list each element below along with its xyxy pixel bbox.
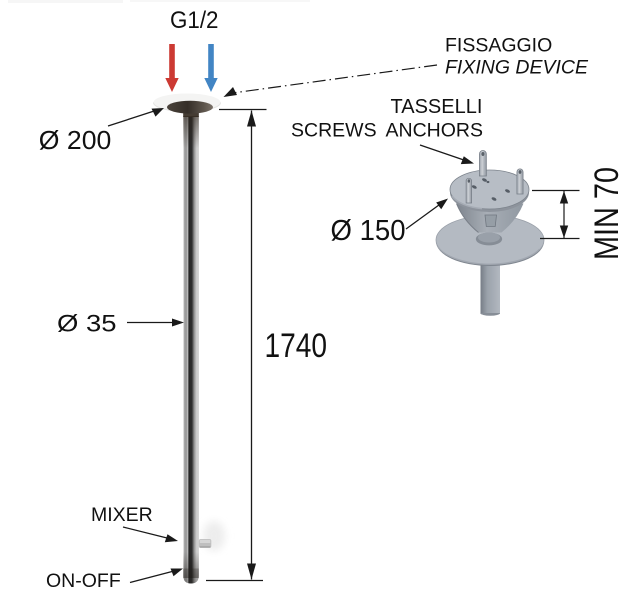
svg-text:SCREWS: SCREWS <box>291 120 377 142</box>
svg-text:FIXING DEVICE: FIXING DEVICE <box>445 57 589 79</box>
svg-text:ANCHORS: ANCHORS <box>386 120 484 142</box>
svg-text:G1/2: G1/2 <box>170 7 219 34</box>
svg-text:MIN 70: MIN 70 <box>588 167 626 260</box>
svg-text:Ø 150: Ø 150 <box>331 215 406 247</box>
svg-text:TASSELLI: TASSELLI <box>391 96 483 118</box>
svg-text:1740: 1740 <box>265 327 328 365</box>
svg-text:FISSAGGIO: FISSAGGIO <box>445 35 552 57</box>
svg-text:Ø 200: Ø 200 <box>39 125 112 155</box>
svg-text:MIXER: MIXER <box>91 504 153 526</box>
svg-text:Ø 35: Ø 35 <box>57 311 117 338</box>
svg-text:ON-OFF: ON-OFF <box>46 570 121 592</box>
